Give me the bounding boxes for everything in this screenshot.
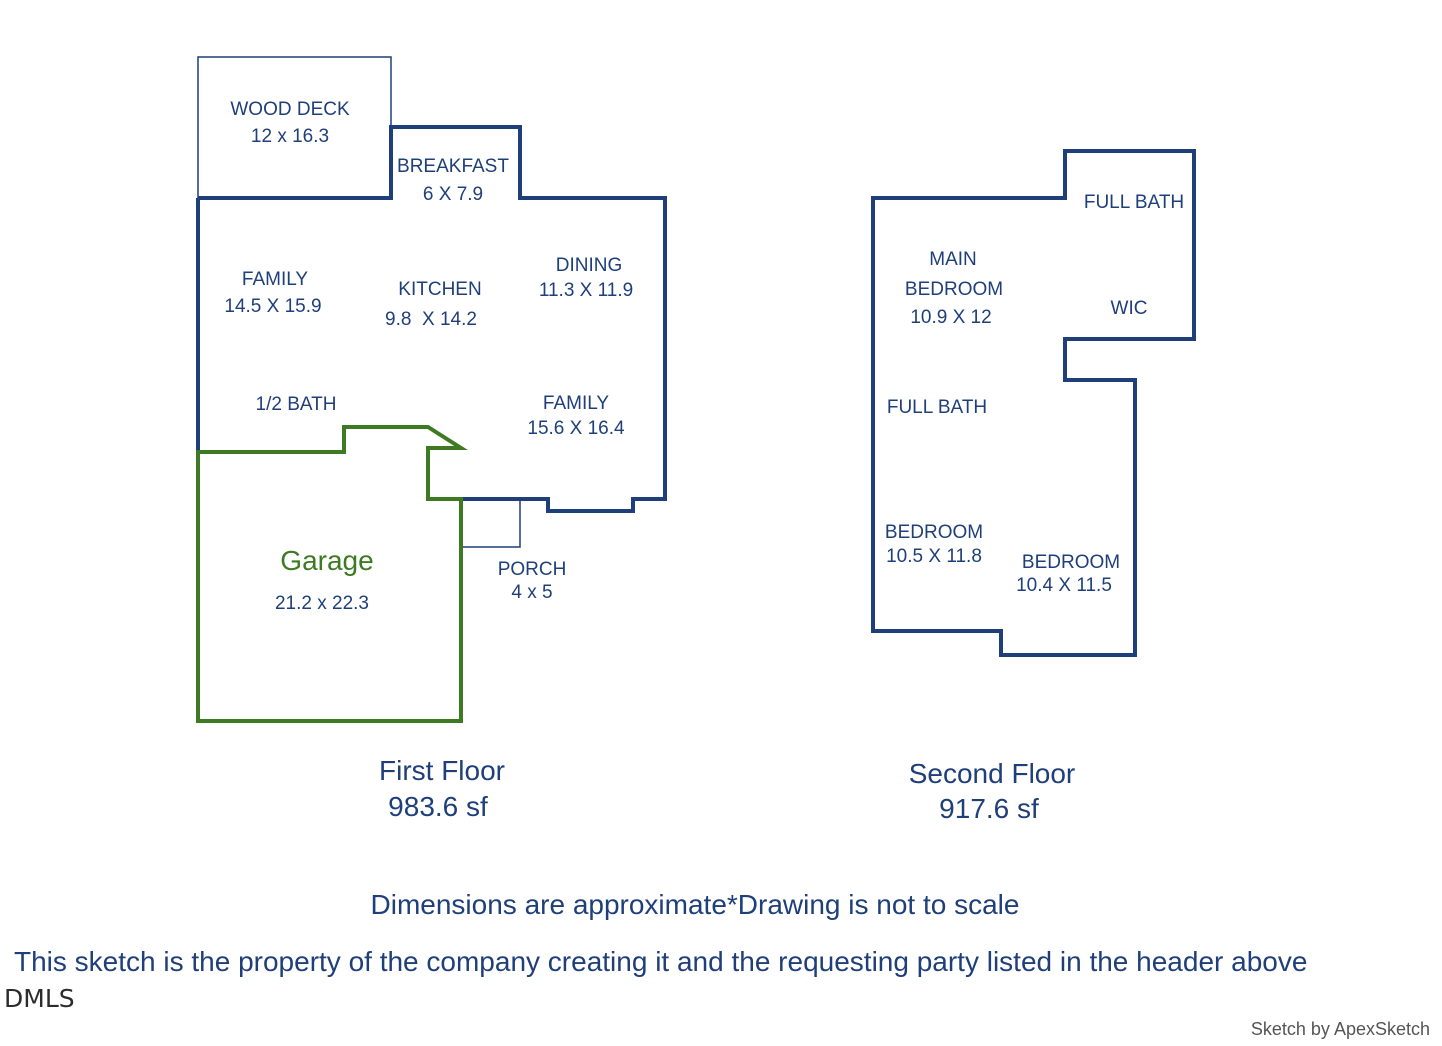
dimensions-note: Dimensions are approximate*Drawing is no…: [371, 889, 1020, 920]
porch-size: 4 x 5: [511, 582, 552, 603]
half-bath-label: 1/2 BATH: [256, 394, 337, 415]
dining-size: 11.3 X 11.9: [539, 280, 633, 301]
wood-deck-size: 12 x 16.3: [251, 126, 329, 147]
breakfast-size: 6 X 7.9: [423, 184, 483, 205]
garage-label: Garage: [280, 545, 373, 576]
first-floor-outline: [198, 125, 667, 513]
porch-outline: [462, 499, 521, 548]
first-floor-title: First Floor: [379, 755, 505, 786]
bedroom-right-size: 10.4 X 11.5: [1016, 575, 1112, 596]
breakfast-label: BREAKFAST: [397, 156, 509, 177]
first-floor-area: 983.6 sf: [388, 791, 488, 822]
full-bath-lower-label: FULL BATH: [887, 397, 987, 418]
sketch-credit: Sketch by ApexSketch: [1251, 1019, 1430, 1039]
second-floor-outline: [871, 149, 1196, 657]
second-floor-plan: FULL BATH MAIN BEDROOM 10.9 X 12 WIC FUL…: [871, 149, 1196, 824]
main-bedroom-label-line2: BEDROOM: [905, 279, 1003, 300]
family-right-size: 15.6 X 16.4: [527, 418, 625, 439]
second-floor-area: 917.6 sf: [939, 793, 1039, 824]
first-floor-plan: WOOD DECK 12 x 16.3 BREAKFAST 6 X 7.9 FA…: [196, 56, 667, 822]
family-left-size: 14.5 X 15.9: [224, 296, 321, 317]
main-bedroom-label-line1: MAIN: [929, 249, 977, 270]
property-note: This sketch is the property of the compa…: [14, 946, 1307, 977]
bedroom-left-label: BEDROOM: [885, 522, 983, 543]
kitchen-size: 9.8 X 14.2: [385, 309, 477, 330]
bedroom-right-label: BEDROOM: [1022, 552, 1120, 573]
main-bedroom-size: 10.9 X 12: [910, 307, 991, 328]
family-left-label: FAMILY: [242, 269, 308, 290]
wic-label: WIC: [1111, 298, 1148, 319]
second-floor-title: Second Floor: [909, 758, 1076, 789]
dining-label: DINING: [556, 255, 623, 276]
family-right-label: FAMILY: [543, 393, 609, 414]
full-bath-upper-label: FULL BATH: [1084, 192, 1184, 213]
porch-label: PORCH: [498, 559, 567, 580]
garage-size: 21.2 x 22.3: [275, 593, 369, 614]
bedroom-left-size: 10.5 X 11.8: [886, 546, 982, 567]
kitchen-label: KITCHEN: [398, 279, 481, 300]
wood-deck-label: WOOD DECK: [230, 99, 350, 120]
garage-outline: [196, 425, 468, 723]
watermark-text: DMLS: [4, 984, 75, 1013]
